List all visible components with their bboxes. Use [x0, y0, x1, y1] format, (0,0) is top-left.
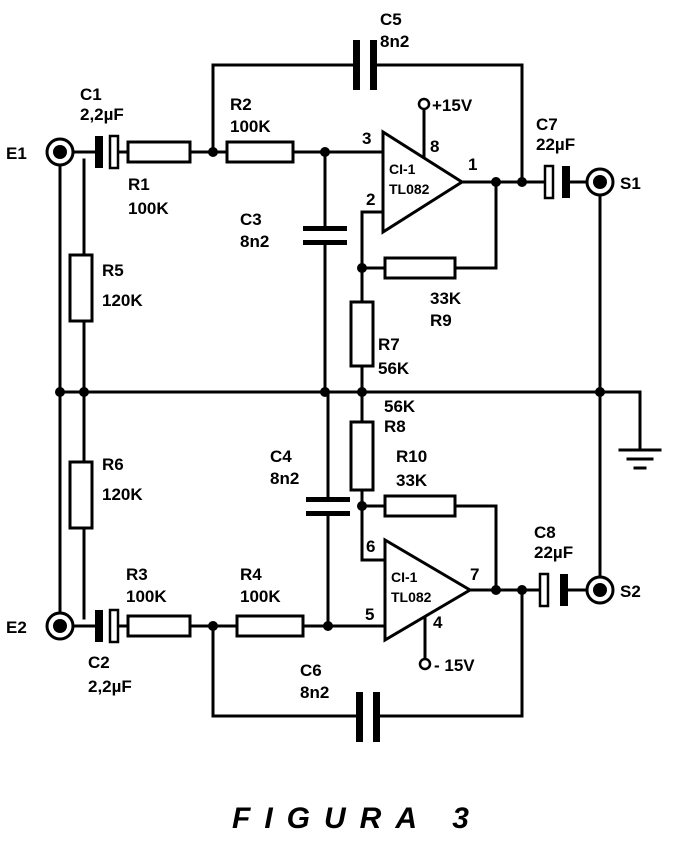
capacitor-c3-name: C3: [240, 210, 262, 229]
resistor-r3-name: R3: [126, 565, 148, 584]
resistor-r3-value: 100K: [126, 587, 167, 606]
resistor-r6-value: 120K: [102, 485, 143, 504]
resistor-r4-value: 100K: [240, 587, 281, 606]
resistor-r10: R10 33K: [383, 447, 457, 518]
opamp-bottom: CI-1 TL082 5 6 7 4: [365, 537, 479, 643]
opamp-top-ref: CI-1: [389, 161, 416, 177]
junctions: [55, 147, 605, 631]
capacitor-c2-value: 2,2µF: [88, 677, 132, 696]
capacitor-c1-value: 2,2µF: [80, 105, 124, 124]
connector-e2: E2: [6, 611, 75, 641]
opamp-bottom-pin-plus: 5: [365, 605, 374, 624]
opamp-bottom-ref: CI-1: [391, 569, 418, 585]
resistor-r8-name: R8: [384, 417, 406, 436]
resistor-r6-name: R6: [102, 455, 124, 474]
connector-s1-label: S1: [620, 174, 641, 193]
wires-top-channel: [66, 63, 590, 394]
resistor-r3: R3 100K: [126, 565, 192, 638]
resistor-r2-value: 100K: [230, 117, 271, 136]
opamp-bottom-part: TL082: [391, 589, 432, 605]
capacitor-c8-name: C8: [534, 523, 556, 542]
opamp-bottom-pin-supply: 4: [433, 613, 443, 632]
capacitor-c5: C5 8n2: [353, 10, 409, 90]
capacitor-c8: C8 22µF: [534, 523, 573, 608]
resistor-r4: R4 100K: [235, 565, 305, 638]
resistor-r6: R6 120K: [68, 455, 143, 530]
opamp-bottom-pin-out: 7: [470, 565, 479, 584]
resistor-r2: R2 100K: [225, 95, 295, 164]
resistor-r10-value: 33K: [396, 471, 428, 490]
resistor-r1: R1 100K: [126, 140, 192, 218]
capacitor-c4: C4 8n2: [270, 447, 350, 516]
connector-s1: S1: [585, 167, 641, 197]
resistor-r7: R7 56K: [349, 300, 410, 378]
ground-symbol: [618, 448, 662, 470]
connector-e1-label: E1: [6, 144, 27, 163]
resistor-r10-name: R10: [396, 447, 427, 466]
capacitor-c7: C7 22µF: [536, 115, 575, 200]
resistor-r1-name: R1: [128, 175, 150, 194]
capacitor-c7-value: 22µF: [536, 135, 575, 154]
capacitor-c2: C2 2,2µF: [88, 608, 132, 696]
resistor-r5-name: R5: [102, 261, 124, 280]
resistor-r5: R5 120K: [68, 253, 143, 323]
resistor-r7-name: R7: [378, 335, 400, 354]
resistor-r2-name: R2: [230, 95, 252, 114]
capacitor-c6-value: 8n2: [300, 683, 329, 702]
resistor-r8-value: 56K: [384, 397, 416, 416]
supply-positive: +15V: [417, 96, 473, 115]
opamp-top-part: TL082: [389, 181, 430, 197]
resistor-r9: R9 33K: [383, 256, 462, 330]
capacitor-c3-value: 8n2: [240, 232, 269, 251]
connector-s2-label: S2: [620, 582, 641, 601]
connector-s2: S2: [585, 575, 641, 605]
resistor-r9-name: R9: [430, 311, 452, 330]
resistor-r4-name: R4: [240, 565, 262, 584]
capacitor-c7-name: C7: [536, 115, 558, 134]
resistor-r7-value: 56K: [378, 359, 410, 378]
supply-negative: - 15V: [418, 656, 475, 675]
connector-e1: E1: [6, 137, 75, 167]
opamp-top-pin-supply: 8: [430, 137, 439, 156]
wires-bottom-channel: [66, 390, 592, 718]
opamp-top-pin-plus: 3: [362, 129, 371, 148]
resistor-r8: R8 56K: [349, 397, 416, 492]
capacitor-c1: C1 2,2µF: [80, 85, 124, 170]
supply-negative-label: - 15V: [434, 656, 475, 675]
capacitor-c6-name: C6: [300, 661, 322, 680]
resistor-r5-value: 120K: [102, 291, 143, 310]
capacitor-c4-name: C4: [270, 447, 292, 466]
capacitor-c5-name: C5: [380, 10, 402, 29]
opamp-top-pin-out: 1: [468, 155, 477, 174]
capacitor-c5-value: 8n2: [380, 32, 409, 51]
opamp-top: CI-1 TL082 3 2 1 8: [362, 129, 477, 235]
opamp-top-pin-minus: 2: [366, 190, 375, 209]
capacitor-c8-value: 22µF: [534, 543, 573, 562]
connector-e2-label: E2: [6, 618, 27, 637]
resistor-r1-value: 100K: [128, 199, 169, 218]
supply-positive-label: +15V: [432, 96, 473, 115]
capacitor-c6: C6 8n2: [300, 661, 380, 742]
capacitor-c1-name: C1: [80, 85, 102, 104]
capacitor-c3: C3 8n2: [240, 210, 347, 251]
opamp-bottom-pin-minus: 6: [366, 537, 375, 556]
figure-caption: FIGURA 3: [232, 802, 483, 835]
capacitor-c2-name: C2: [88, 653, 110, 672]
resistor-r9-value: 33K: [430, 289, 462, 308]
capacitor-c4-value: 8n2: [270, 469, 299, 488]
